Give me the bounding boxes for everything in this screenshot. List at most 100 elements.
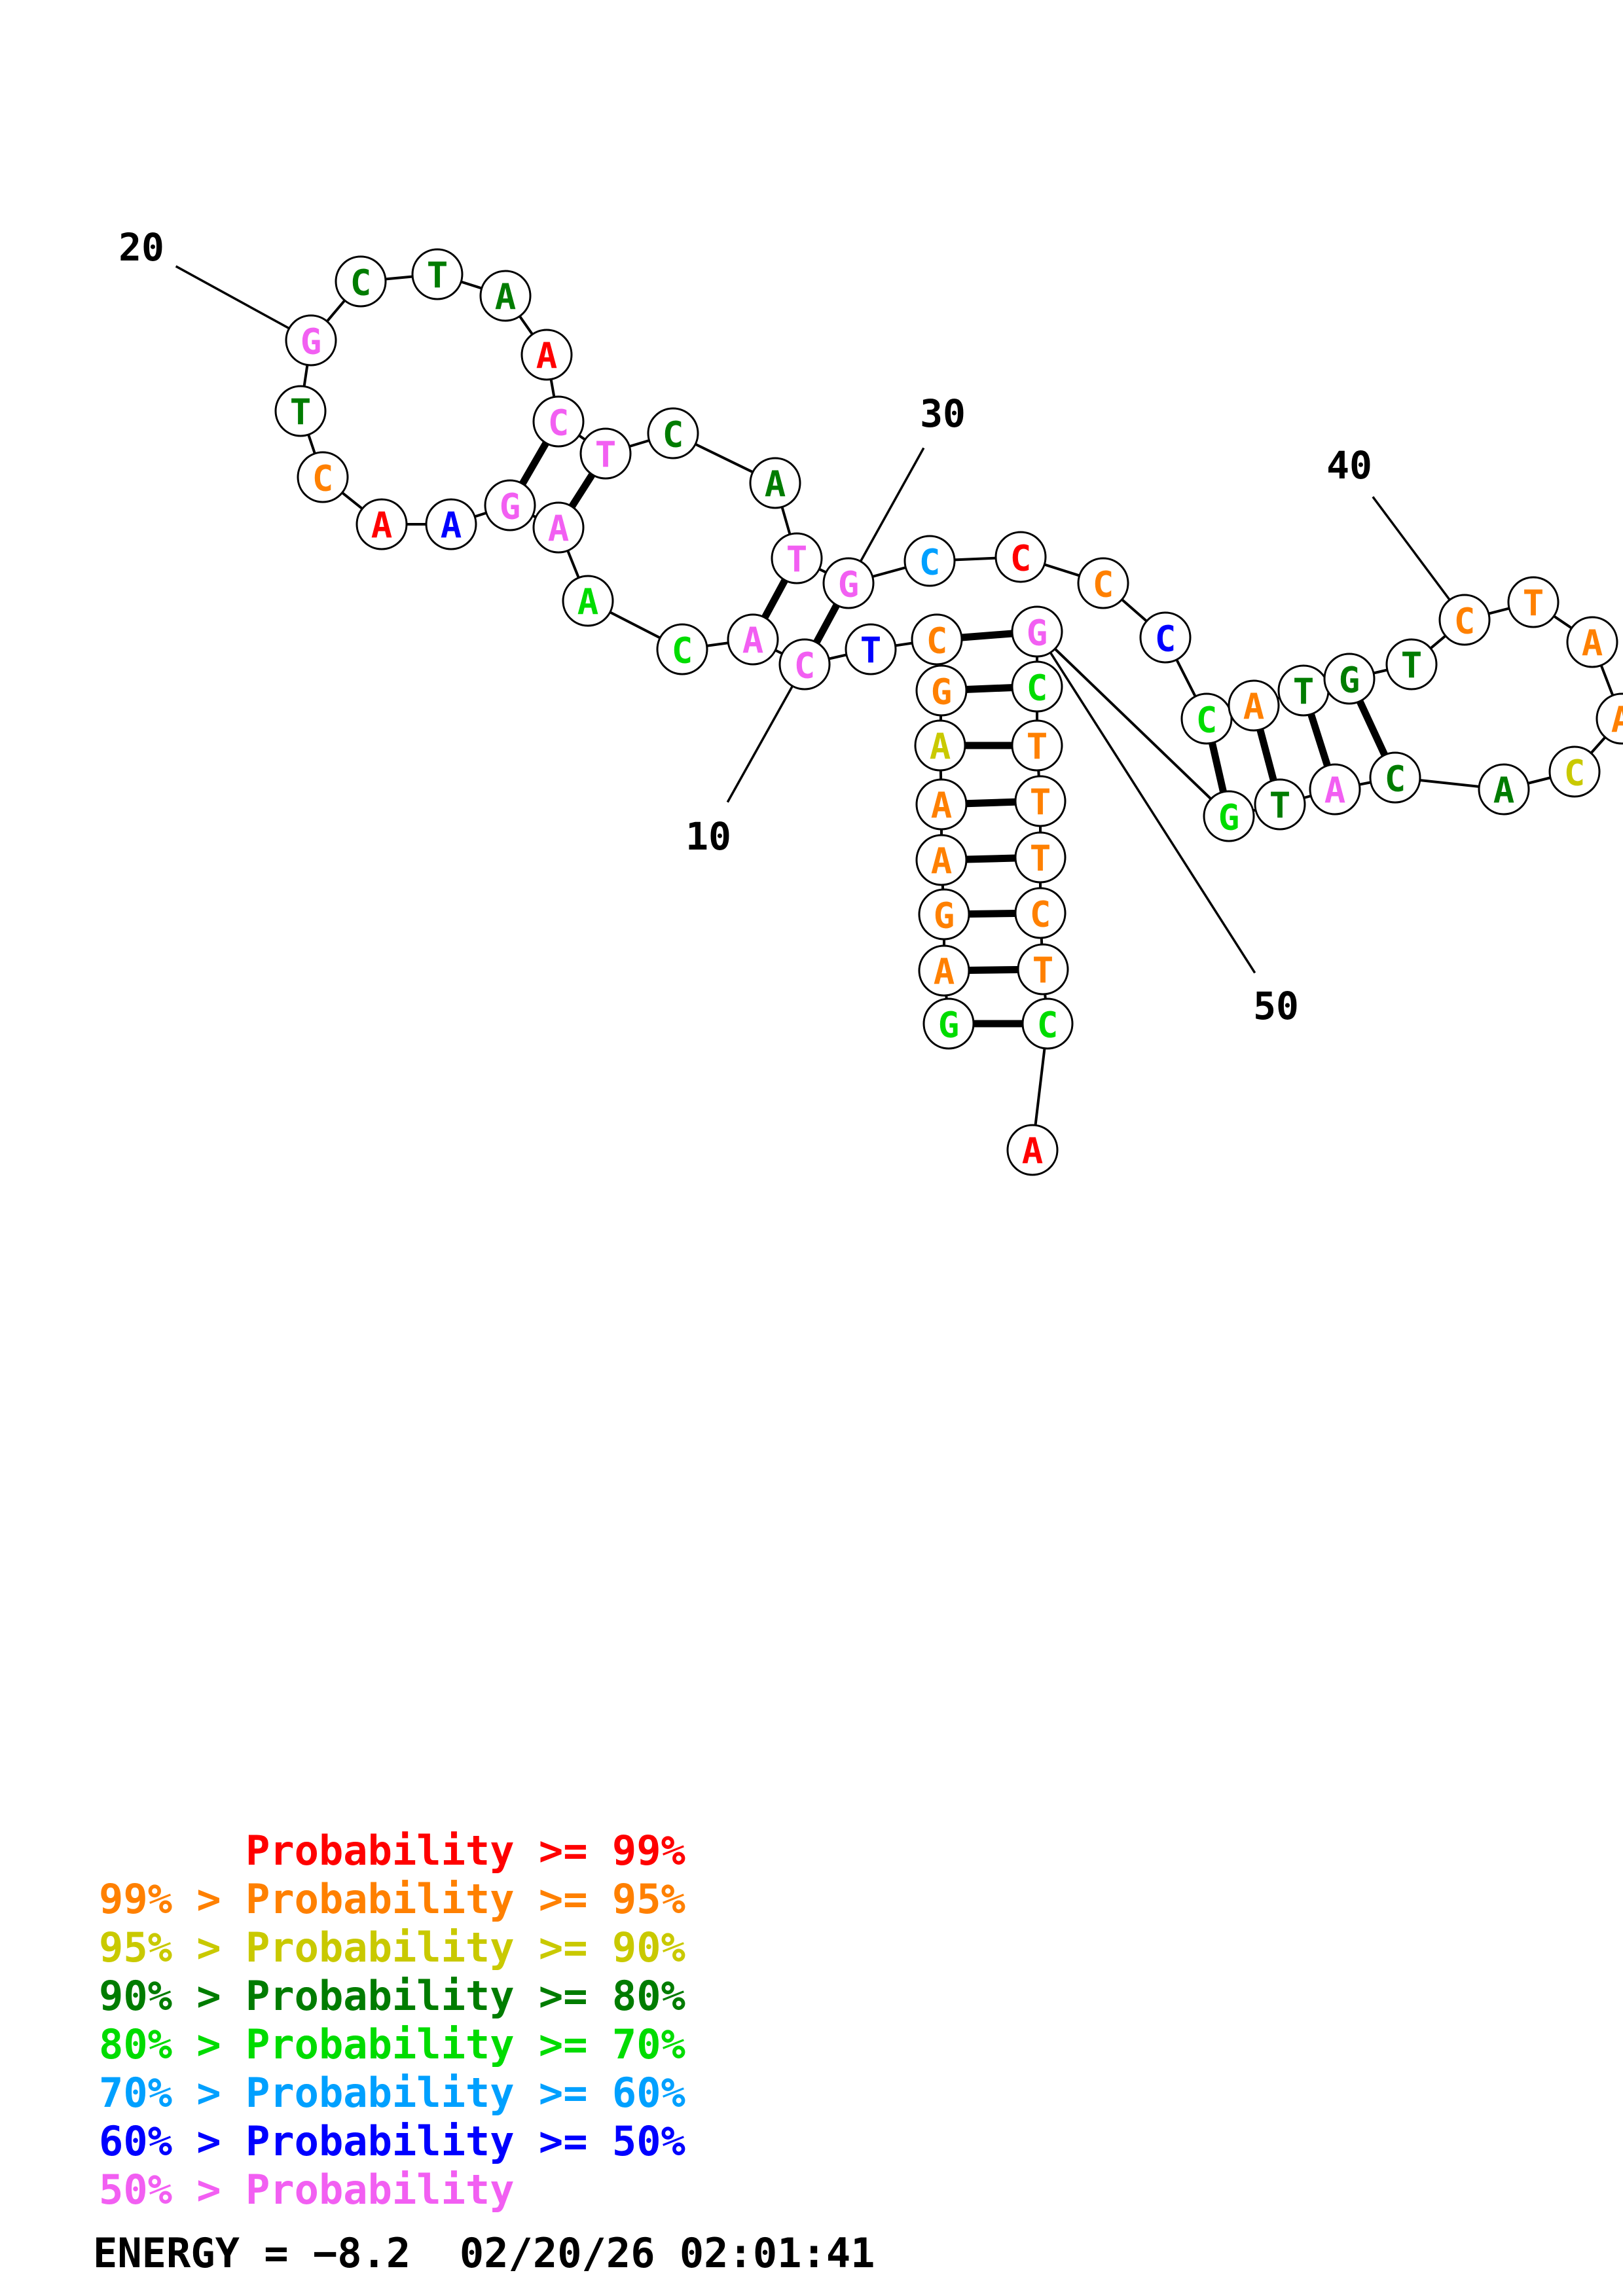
nucleotide-circle [297,451,349,503]
nucleotide-circle [918,944,970,997]
nucleotide-circle [285,314,337,367]
nucleotide-letter: T [595,435,617,476]
nucleotide-circle [911,613,963,666]
nucleotide-circle [1548,745,1601,798]
nucleotide-letter: A [548,509,570,550]
nucleotide-letter: C [794,645,816,687]
position-pointer-line [1036,631,1256,974]
nucleotide-circle [520,329,573,381]
nucleotide-circle [749,457,801,509]
nucleotide-letter: G [838,564,860,605]
legend-row: 60% > Probability >= 50% [99,2117,685,2165]
legend: Probability >= 99%99% > Probability >= 9… [99,1827,685,2214]
nucleotide-circle [915,664,968,717]
nucleotide-circle [1014,831,1067,884]
nucleotide-circle [1203,790,1255,842]
nucleotide-circle [727,613,779,666]
nucleotide-circle [903,535,956,587]
nucleotide-letter: G [500,486,521,528]
nucleotide-letter: G [1339,660,1360,701]
nucleotide-letter: C [926,620,948,662]
nucleotide-letter: T [1269,785,1291,827]
nucleotide-circle [915,834,968,886]
nucleotide-letter: G [1027,613,1048,654]
nucleotide-letter: A [1582,623,1603,664]
nucleotide-letter: A [765,464,786,505]
nucleotide-circle [356,498,408,550]
legend-row: 50% > Probability [99,2166,515,2214]
nucleotide-letter: A [931,785,953,827]
nucleotide-letter: T [1523,583,1544,624]
nucleotide-circle [484,479,536,531]
nucleotide-letter: A [934,952,955,993]
nucleotide-letter: T [1401,645,1423,687]
nucleotide-letter: A [441,505,462,547]
nucleotide-circle [822,557,875,609]
legend-row: 95% > Probability >= 90% [99,1924,685,1971]
nucleotide-circle [1011,605,1063,658]
nucleotide-letter: A [1243,687,1265,728]
nucleotide-circle [1323,653,1376,705]
nucleotide-letter: A [536,336,558,377]
nucleotide-circle [1369,751,1421,804]
nucleotide-letter: A [1611,700,1623,741]
nucleotide-circle [1228,679,1280,732]
nucleotide-letter: C [1155,619,1176,660]
nucleotide-circle [411,248,464,300]
nucleotide-letter: C [312,458,334,499]
nucleotide-circle [1011,660,1063,713]
nucleotide-circle [1596,692,1623,745]
nucleotide-circle [778,638,831,691]
nucleotide-circle [1254,778,1306,831]
nucleotide-letter: C [1564,753,1586,794]
legend-row: 99% > Probability >= 95% [99,1875,685,1923]
nucleotide-letter: A [1493,770,1515,812]
nucleotide-circle [425,498,477,550]
nucleotide-letter: T [786,539,808,581]
nucleotide-letter: G [1218,797,1240,838]
nucleotide-letter: A [1022,1131,1044,1172]
nucleotide-letter: C [1196,700,1218,741]
nucleotide-letter: C [1454,601,1476,642]
nucleotide-circle [1385,638,1438,691]
nucleotide-circle [1017,943,1069,996]
nucleotide-letter: C [919,542,941,583]
nucleotide-circle [1011,719,1063,772]
nucleotide-letter: C [1093,564,1114,605]
nucleotide-circle [918,888,970,941]
nucleotide-letter: T [427,255,448,296]
nucleotide-circle [1507,576,1559,628]
nucleotide-letter: C [1385,759,1406,800]
nucleotide-circle [335,255,387,308]
nucleotide-letter: A [495,277,517,318]
legend-row: 70% > Probability >= 60% [99,2069,685,2117]
nucleotide-circle [647,407,699,459]
nucleotide-letter: C [548,403,570,444]
nucleotide-circle [479,270,532,322]
nucleotide-circle [1438,594,1491,646]
nucleotide-letter: C [1030,894,1051,935]
nucleotide-letter: A [930,726,951,768]
nucleotide-letter: T [1030,838,1051,880]
nucleotide-letter: C [1010,538,1032,579]
nucleotide-circle [1478,763,1530,816]
nucleotide-letter: T [1293,672,1315,713]
nucleotide-circle [1014,887,1067,939]
position-label: 30 [920,391,966,436]
position-label: 40 [1326,443,1372,488]
nucleotide-circle [656,623,708,675]
nucleotide-circle [562,575,614,627]
nucleotide-circle [274,385,327,437]
legend-row: 90% > Probability >= 80% [99,1972,685,2020]
nucleotide-letter: C [1027,668,1048,709]
nucleotide-circle [532,395,585,448]
nucleotide-letter: T [1032,950,1054,992]
nucleotide-letter: C [350,262,372,304]
nucleotide-letter: T [860,630,882,672]
nucleotide-letter: C [672,630,693,672]
nucleotide-letter: G [934,895,955,937]
nucleotide-circle [771,532,823,584]
nucleotide-letter: A [577,582,599,623]
